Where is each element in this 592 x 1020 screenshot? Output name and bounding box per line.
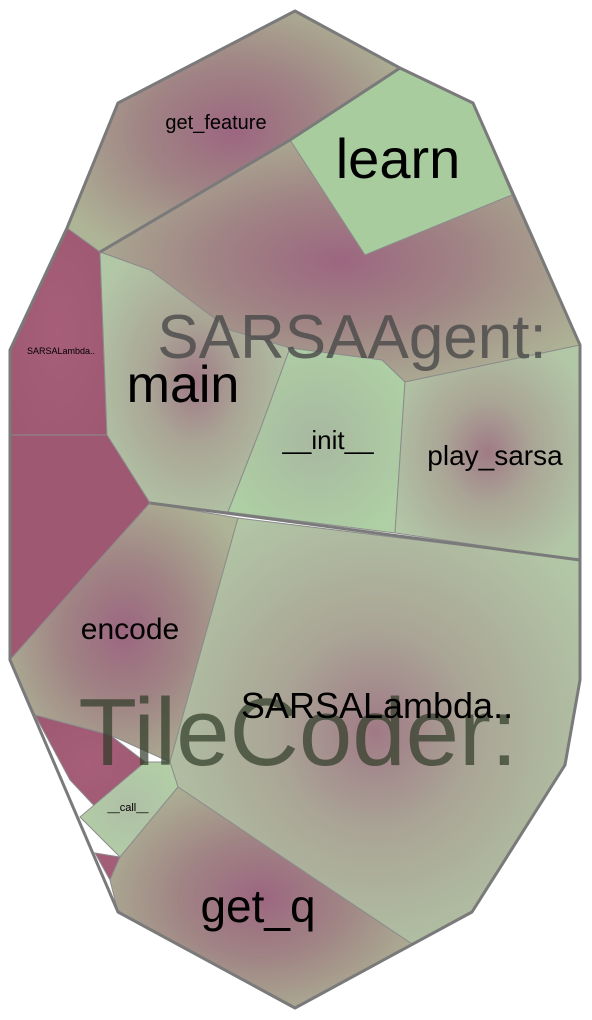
label-sarsalambda-large: SARSALambda..: [241, 685, 513, 726]
label-get-feature: get_feature: [165, 112, 266, 134]
label-sarsalambda-small: SARSALambda..: [27, 346, 95, 356]
group-label-sarsaagent: SARSAAgent:: [157, 303, 546, 372]
label-call: __call__: [107, 802, 150, 814]
group-label-tilecoder: TileCoder:: [78, 679, 517, 786]
label-main: main: [127, 356, 240, 414]
group-border-sarsaagent: [99, 66, 401, 254]
label-play-sarsa: play_sarsa: [427, 440, 563, 471]
outer-boundary: [8, 9, 582, 1010]
label-encode: encode: [81, 613, 179, 646]
label-init: __init__: [281, 425, 374, 455]
cell-sarsalambda-small: [9, 227, 108, 436]
label-get-q: get_q: [200, 880, 315, 932]
group-divider: [149, 501, 581, 562]
label-learn: learn: [336, 127, 461, 190]
